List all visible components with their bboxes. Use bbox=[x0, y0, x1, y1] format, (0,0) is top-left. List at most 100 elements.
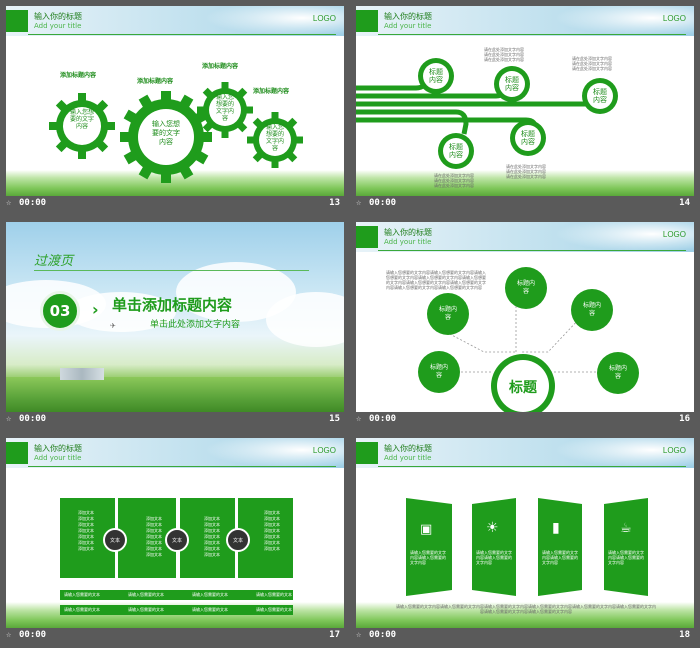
slide-subtitle: Add your title bbox=[384, 22, 432, 30]
slide-thumbnail-17[interactable]: 输入你的标题 Add your title LOGO 添加文本 添加文本 添加文… bbox=[0, 432, 344, 644]
radial-diagram bbox=[418, 267, 639, 412]
note-4: 请在此处添加文字内容 请在此处添加文字内容 请在此处添加文字内容 bbox=[506, 164, 546, 179]
grass-field bbox=[6, 377, 344, 412]
slide-title: 输入你的标题 bbox=[384, 12, 432, 21]
slide-number: 16 bbox=[679, 414, 690, 424]
bar-text: 请输入您需要的文本 bbox=[192, 592, 228, 597]
slide-title: 输入你的标题 bbox=[34, 444, 82, 453]
panels-graphic bbox=[406, 498, 648, 596]
slide-13: 输入你的标题 Add your title LOGO bbox=[6, 6, 344, 196]
section-divider bbox=[34, 270, 309, 271]
slide-title: 输入你的标题 bbox=[384, 444, 432, 453]
subheading: 单击此处添加文字内容 bbox=[150, 320, 241, 330]
slide-15: 过渡页 03 › 单击添加标题内容 单击此处添加文字内容 ✈ bbox=[6, 222, 344, 412]
circle-label-3: 文本 bbox=[232, 538, 243, 544]
airplane-icon: ✈ bbox=[110, 322, 116, 330]
section-number-badge bbox=[40, 291, 80, 331]
slide-title: 输入你的标题 bbox=[34, 12, 82, 21]
slide-caption: ☆ 00:00 17 bbox=[6, 629, 344, 644]
node-label-4: 标题 内容 bbox=[449, 143, 463, 159]
star-icon[interactable]: ☆ bbox=[356, 414, 362, 424]
slide-title: 输入你的标题 bbox=[384, 228, 432, 237]
slide-thumbnail-15[interactable]: 过渡页 03 › 单击添加标题内容 单击此处添加文字内容 ✈ ☆ 00:00 1… bbox=[0, 216, 344, 428]
gear-3 bbox=[197, 82, 253, 138]
bar-row-2: 请输入您需要的文本 请输入您需要的文本 请输入您需要的文本 请输入您需要的文本 bbox=[64, 607, 292, 613]
slide-time: 00:00 bbox=[369, 630, 397, 640]
logo: LOGO bbox=[662, 230, 686, 239]
star-icon[interactable]: ☆ bbox=[356, 630, 362, 640]
gear-text-1: 输入您想 要的文字 内容 bbox=[69, 109, 94, 130]
header-sky bbox=[356, 6, 694, 36]
gear-text-2: 输入您想 要的文字 内容 bbox=[152, 120, 180, 146]
node-top bbox=[505, 267, 547, 309]
slide-18: 输入你的标题 Add your title LOGO ▣ ☀ ▮ ☕ 请输入您需… bbox=[356, 438, 694, 628]
node-label-3: 标题 内容 bbox=[593, 88, 607, 104]
bar-1 bbox=[60, 590, 293, 600]
gears-graphic bbox=[49, 82, 303, 183]
slide-caption: ☆ 00:00 16 bbox=[356, 413, 694, 428]
box-text-3: 添加文本 添加文本 添加文本 添加文本 添加文本 添加文本 添加文本 bbox=[204, 516, 220, 557]
gear-text-3: 输入您 想要的 文字内 容 bbox=[215, 94, 234, 122]
slide-14: 输入你的标题 Add your title LOGO 标题 内容 标题 内容 标… bbox=[356, 6, 694, 196]
star-icon[interactable]: ☆ bbox=[6, 630, 12, 640]
slide-subtitle: Add your title bbox=[384, 454, 432, 462]
slide-number: 14 bbox=[679, 198, 690, 208]
star-icon[interactable]: ☆ bbox=[356, 198, 362, 208]
note-2: 请在此处添加文字内容 请在此处添加文字内容 请在此处添加文字内容 bbox=[572, 56, 612, 71]
slide-thumbnail-14[interactable]: 输入你的标题 Add your title LOGO 标题 内容 标题 内容 标… bbox=[350, 0, 694, 212]
center-label: 标题 bbox=[509, 380, 537, 396]
header-sky bbox=[356, 222, 694, 252]
node-label-2: 标题 内容 bbox=[505, 76, 519, 92]
slide-number: 13 bbox=[329, 198, 340, 208]
section-number: 03 bbox=[49, 302, 71, 320]
header-sky bbox=[356, 438, 694, 468]
bar-text: 请输入您需要的文本 bbox=[256, 592, 292, 597]
slide-thumbnail-13[interactable]: 输入你的标题 Add your title LOGO bbox=[0, 0, 344, 212]
panel-3 bbox=[538, 498, 582, 596]
box-text-1: 添加文本 添加文本 添加文本 添加文本 添加文本 添加文本 添加文本 bbox=[78, 510, 94, 551]
slide-time: 00:00 bbox=[19, 198, 47, 208]
node-label-bottom-left: 标题内 容 bbox=[429, 364, 448, 379]
gear-label-2: 添加标题内容 bbox=[137, 78, 174, 85]
slide-thumbnail-16[interactable]: 输入你的标题 Add your title LOGO 标题内 容 标题内 容 标… bbox=[350, 216, 694, 428]
gear-text-4: 输入您 想要的 文字内 容 bbox=[265, 124, 284, 152]
bar-text: 请输入您需要的文本 bbox=[256, 607, 292, 612]
chevron-right-icon: › bbox=[92, 300, 99, 319]
logo: LOGO bbox=[312, 446, 336, 455]
slide-time: 00:00 bbox=[19, 414, 47, 424]
cloud bbox=[66, 292, 176, 332]
slide-time: 00:00 bbox=[369, 198, 397, 208]
slide-subtitle: Add your title bbox=[34, 454, 82, 462]
node-bottom-right bbox=[597, 352, 639, 394]
star-icon[interactable]: ☆ bbox=[6, 198, 12, 208]
node-left bbox=[427, 293, 469, 335]
node-label-bottom-right: 标题内 容 bbox=[608, 365, 627, 380]
node-center bbox=[491, 354, 555, 412]
timeline-node-3 bbox=[582, 78, 618, 114]
gear-2 bbox=[120, 91, 212, 183]
node-right bbox=[571, 289, 613, 331]
logo: LOGO bbox=[312, 14, 336, 23]
bar-2 bbox=[60, 605, 293, 615]
lightbulb-icon: ☀ bbox=[486, 520, 499, 536]
connector-circle-1 bbox=[103, 528, 127, 552]
divider bbox=[28, 34, 336, 35]
panel-2 bbox=[472, 498, 516, 596]
bar-text: 请输入您需要的文本 bbox=[64, 607, 100, 612]
header-square bbox=[356, 442, 378, 464]
footer-text: 请输入您需要的文字内容请输入您需要的文字内容请输入您需要的文字内容请输入您需要的… bbox=[396, 604, 656, 614]
node-label-top: 标题内 容 bbox=[516, 280, 535, 295]
city-skyline bbox=[60, 368, 104, 380]
bar-text: 请输入您需要的文本 bbox=[192, 607, 228, 612]
circle-label-2: 文本 bbox=[171, 538, 182, 544]
description-paragraph: 请输入您想要的文字内容请输入您想要的文字内容请输入您想要的文字内容请输入您想要的… bbox=[386, 270, 486, 290]
star-icon[interactable]: ☆ bbox=[6, 414, 12, 424]
slide-number: 15 bbox=[329, 414, 340, 424]
bar-text: 请输入您需要的文本 bbox=[128, 592, 164, 597]
slide-thumbnail-18[interactable]: 输入你的标题 Add your title LOGO ▣ ☀ ▮ ☕ 请输入您需… bbox=[350, 432, 694, 644]
slide-17: 输入你的标题 Add your title LOGO 添加文本 添加文本 添加文… bbox=[6, 438, 344, 628]
battery-icon: ▮ bbox=[552, 520, 560, 536]
circle-label-1: 文本 bbox=[109, 538, 120, 544]
gear-4 bbox=[247, 112, 303, 168]
bar-row-1: 请输入您需要的文本 请输入您需要的文本 请输入您需要的文本 请输入您需要的文本 bbox=[64, 592, 292, 598]
